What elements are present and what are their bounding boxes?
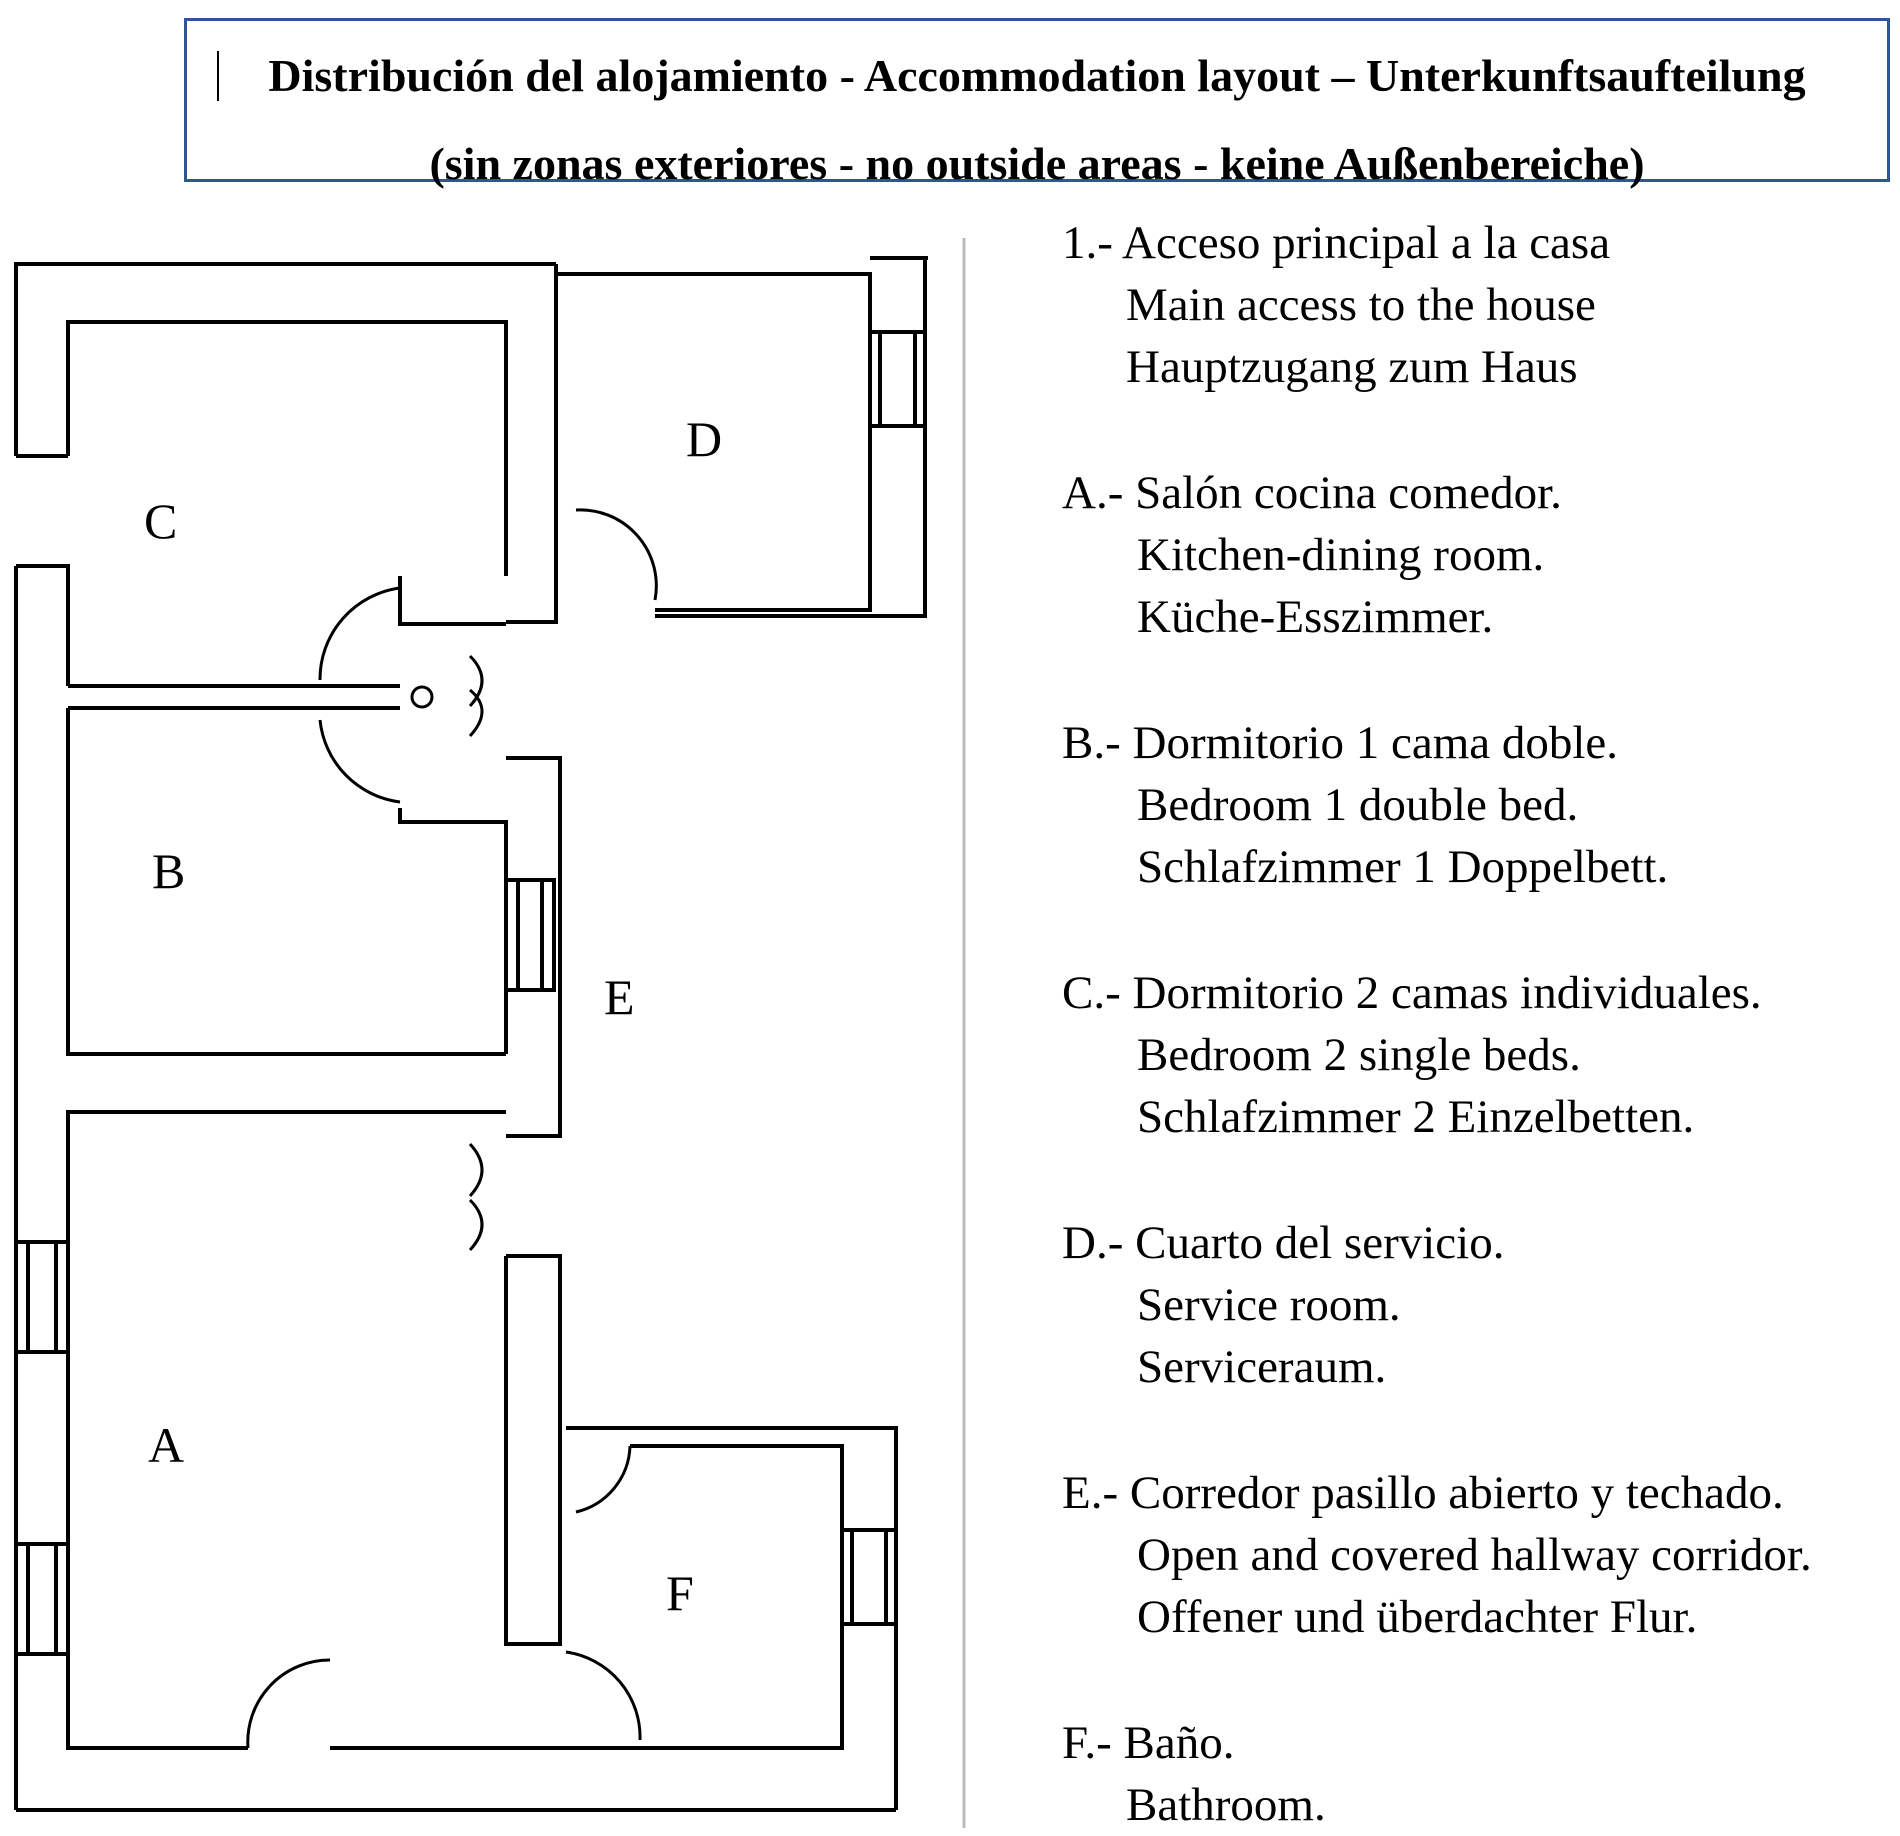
floor-plan: C D B E A F: [0, 230, 980, 1828]
legend-entry-b: B.- Dormitorio 1 cama doble. Bedroom 1 d…: [1062, 712, 1668, 898]
legend-entry-german: Hauptzugang zum Haus: [1126, 341, 1578, 393]
legend-entry-heading: E.- Corredor pasillo abierto y techado.: [1062, 1467, 1784, 1519]
legend-entry-heading: C.- Dormitorio 2 camas individuales.: [1062, 967, 1762, 1019]
legend-entry-german: Schlafzimmer 1 Doppelbett.: [1137, 841, 1669, 893]
legend-entry-german: Küche-Esszimmer.: [1137, 591, 1494, 643]
legend-entry-c: C.- Dormitorio 2 camas individuales. Bed…: [1062, 962, 1762, 1148]
legend-entry-f: F.- Baño. Bathroom.: [1062, 1712, 1326, 1836]
legend-entry-english: Main access to the house: [1126, 279, 1596, 331]
legend-entry-e: E.- Corredor pasillo abierto y techado. …: [1062, 1462, 1812, 1648]
room-label-f: F: [666, 1565, 694, 1621]
room-label-a: A: [148, 1417, 184, 1473]
doors: [246, 508, 658, 1749]
legend-entry-1: 1.- Acceso principal a la casa Main acce…: [1062, 212, 1610, 398]
legend-entry-english: Bathroom.: [1126, 1779, 1326, 1831]
title-box: Distribución del alojamiento - Accommoda…: [184, 18, 1890, 189]
legend-entry-german: Offener und überdachter Flur.: [1137, 1591, 1698, 1643]
legend-entry-english: Bedroom 1 double bed.: [1137, 779, 1579, 831]
legend-entry-german: Serviceraum.: [1137, 1341, 1387, 1393]
title-line-1: Distribución del alojamiento - Accommoda…: [268, 50, 1806, 101]
legend-entry-german: Schlafzimmer 2 Einzelbetten.: [1137, 1091, 1695, 1143]
room-label-e: E: [604, 969, 635, 1025]
legend-entry-heading: B.- Dormitorio 1 cama doble.: [1062, 717, 1619, 769]
room-label-d: D: [686, 411, 722, 467]
walls: [14, 256, 928, 1812]
legend-entry-english: Kitchen-dining room.: [1137, 529, 1545, 581]
room-label-c: C: [144, 493, 177, 549]
legend-entry-english: Service room.: [1137, 1279, 1401, 1331]
legend-entry-english: Open and covered hallway corridor.: [1137, 1529, 1812, 1581]
legend-entry-english: Bedroom 2 single beds.: [1137, 1029, 1581, 1081]
legend-entry-heading: D.- Cuarto del servicio.: [1062, 1217, 1505, 1269]
text-cursor: [217, 51, 219, 101]
legend-entry-heading: F.- Baño.: [1062, 1717, 1235, 1769]
legend-entry-a: A.- Salón cocina comedor. Kitchen-dining…: [1062, 462, 1562, 648]
title-line-2: (sin zonas exteriores - no outside areas…: [429, 138, 1645, 189]
legend-entry-heading: 1.- Acceso principal a la casa: [1062, 217, 1611, 269]
legend-entry-d: D.- Cuarto del servicio. Service room. S…: [1062, 1212, 1504, 1398]
room-label-b: B: [152, 843, 185, 899]
legend-entry-heading: A.- Salón cocina comedor.: [1062, 467, 1562, 519]
